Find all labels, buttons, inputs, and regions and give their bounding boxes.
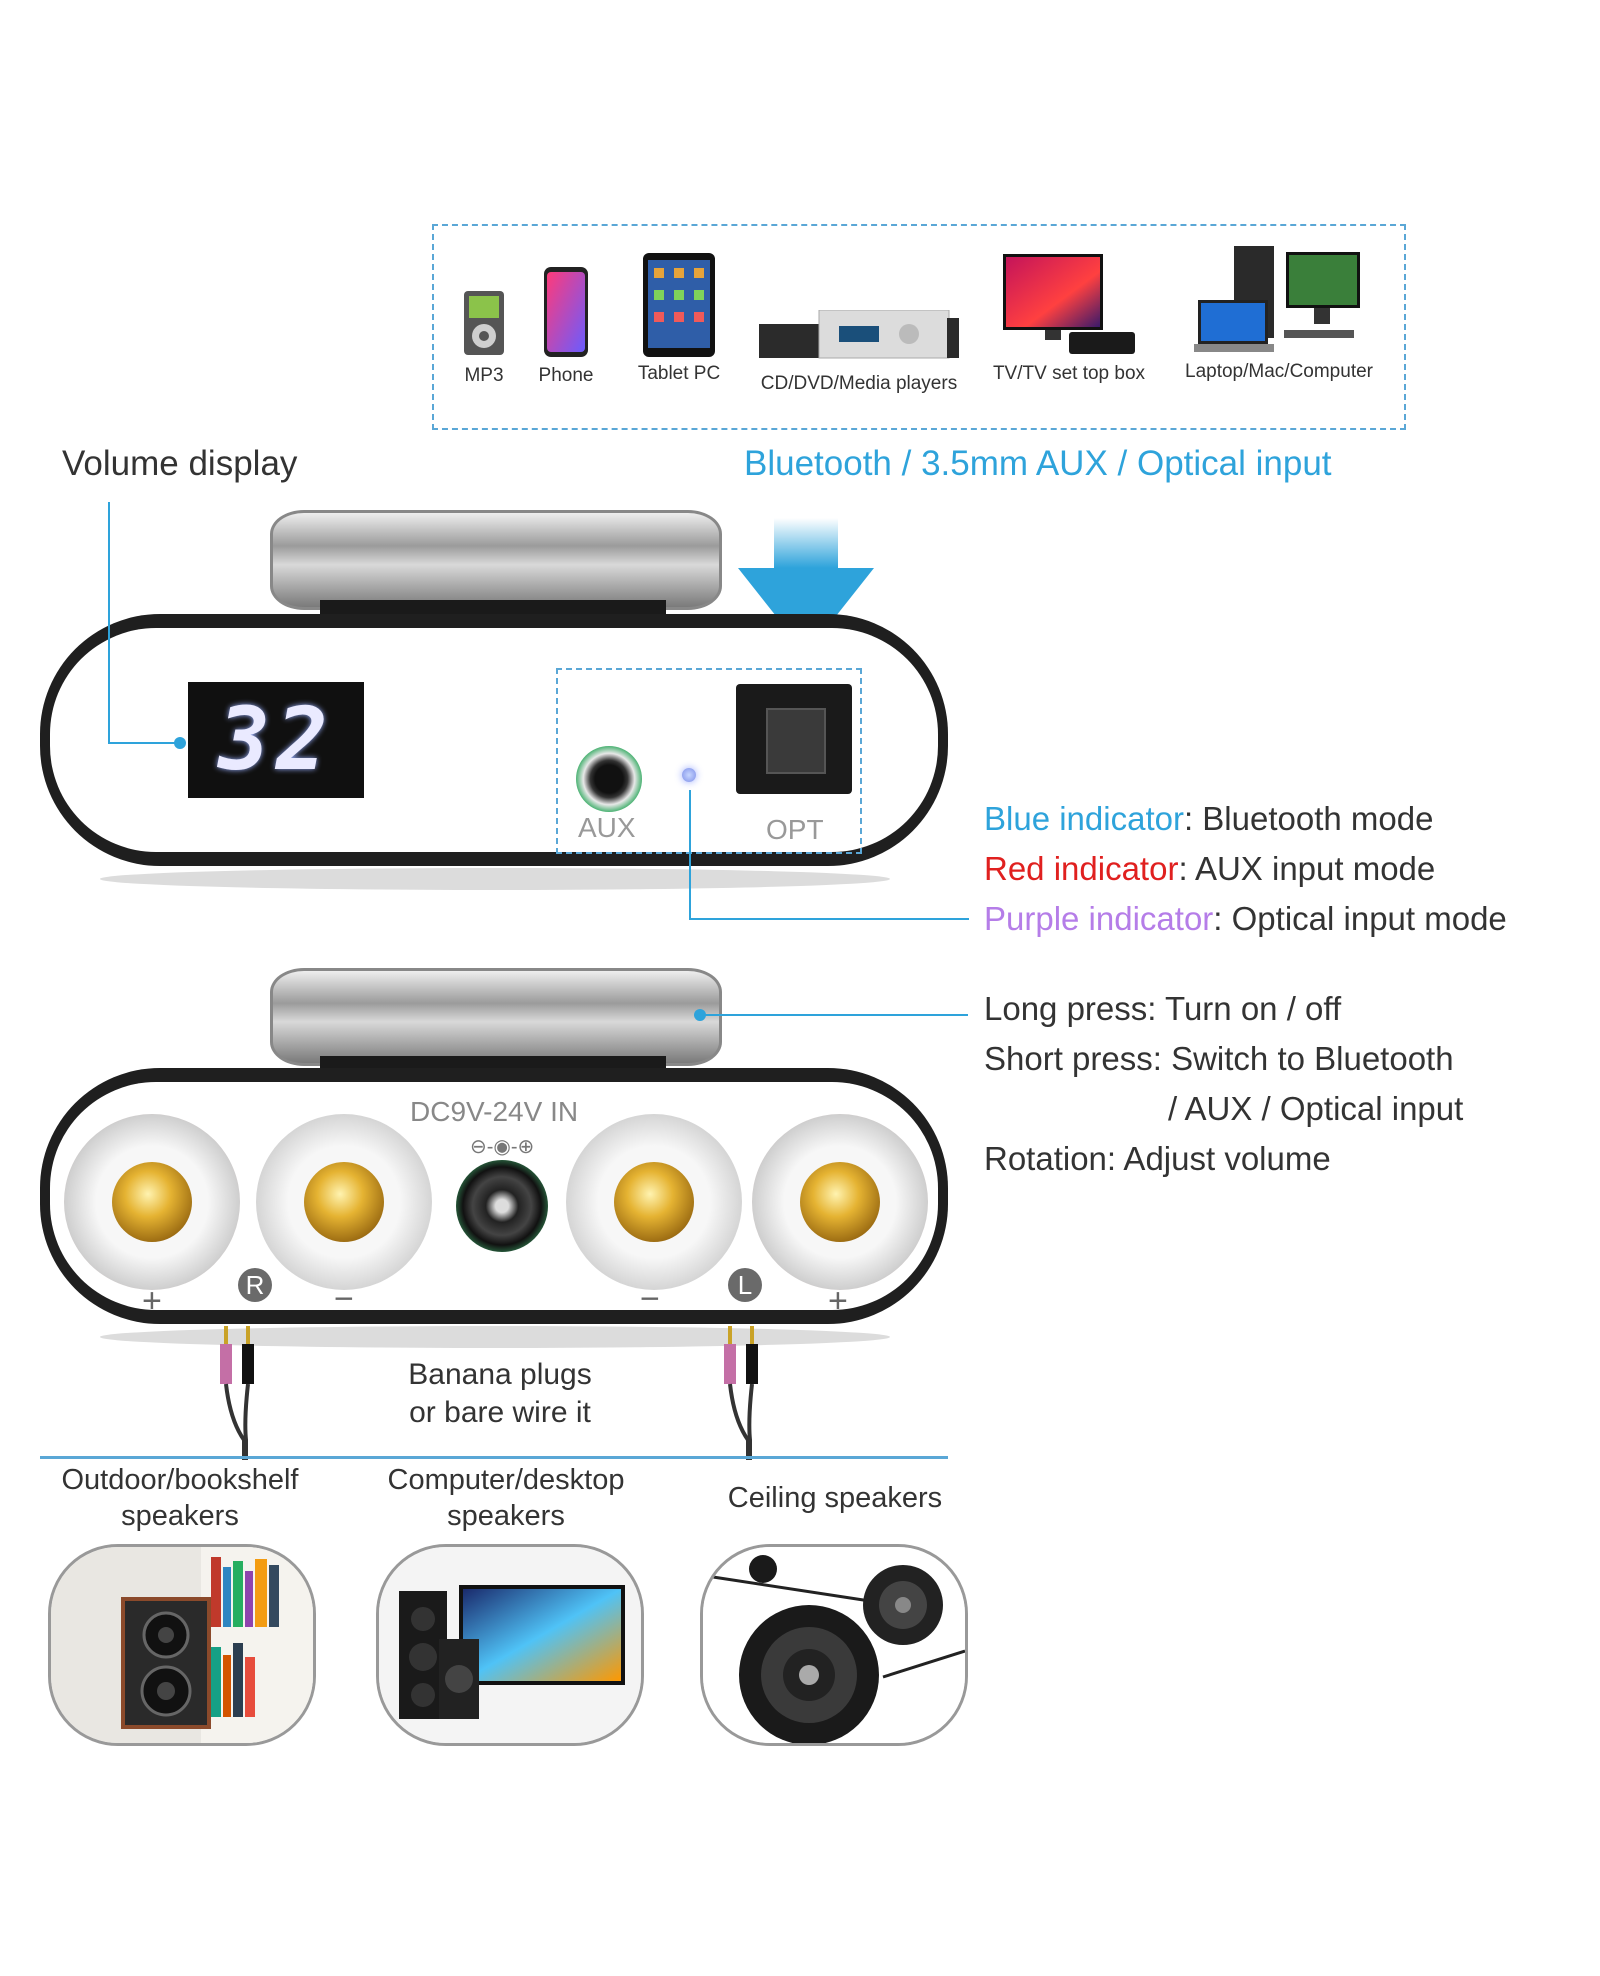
left-channel-badge: L: [728, 1268, 762, 1302]
source-computer: Laptop/Mac/Computer: [1164, 246, 1394, 383]
banana-plug-icon: [724, 1326, 758, 1460]
knob-base: [320, 600, 666, 618]
aux-jack[interactable]: [576, 746, 642, 812]
computer-speaker-image: [376, 1544, 644, 1746]
source-label: Tablet PC: [637, 363, 721, 384]
source-tablet: Tablet PC: [624, 252, 734, 385]
volume-display: 32: [188, 682, 364, 798]
minus-sign: −: [640, 1280, 660, 1318]
source-tv: TV/TV set top box: [974, 254, 1164, 385]
knob-short-press-cont: / AUX / Optical input: [1168, 1090, 1464, 1127]
bookshelf-speaker-image: [48, 1544, 316, 1746]
plus-sign: +: [142, 1282, 162, 1320]
source-label: MP3: [464, 365, 504, 386]
phone-icon: [544, 267, 588, 357]
volume-value: 32: [218, 690, 334, 790]
callout-line: [108, 742, 180, 744]
ceiling-speaker-icon: [703, 1547, 965, 1743]
minus-sign: −: [334, 1280, 354, 1318]
computer-speaker-icon: [379, 1547, 641, 1743]
media-player-icon: [759, 309, 959, 359]
opt-label: OPT: [766, 814, 824, 845]
binding-post-r-plus[interactable]: [64, 1114, 240, 1290]
plus-sign: +: [828, 1282, 848, 1320]
volume-knob-rear[interactable]: [270, 968, 722, 1066]
volume-display-title: Volume display: [62, 444, 298, 483]
banana-plug-icon: [220, 1326, 254, 1460]
callout-line: [700, 1014, 968, 1016]
input-sources-box: MP3 Phone Tablet PC CD/DVD/Media players: [432, 224, 1406, 430]
indicator-blue: Blue indicator: Bluetooth mode: [984, 800, 1434, 837]
aux-label: AUX: [578, 812, 636, 843]
source-label: Laptop/Mac/Computer: [1185, 361, 1373, 382]
speaker-type-label: Ceiling speakers: [727, 1482, 943, 1514]
callout-dot: [174, 737, 186, 749]
knob-rotation: Rotation: Adjust volume: [984, 1140, 1331, 1177]
front-shadow: [100, 868, 890, 890]
volume-knob-front[interactable]: [270, 510, 722, 610]
input-ports-box: [556, 668, 862, 854]
source-mp3: MP3: [454, 290, 514, 387]
computer-icon: [1194, 246, 1360, 352]
dc-polarity-icon: ⊖-◉-⊕: [470, 1136, 535, 1158]
dc-power-jack[interactable]: [456, 1160, 548, 1252]
source-label: Phone: [538, 365, 594, 386]
input-title: Bluetooth / 3.5mm AUX / Optical input: [744, 444, 1332, 483]
mode-indicator-led: [682, 768, 696, 782]
ceiling-speaker-image: [700, 1544, 968, 1746]
separator-line: [40, 1456, 948, 1459]
callout-line: [108, 502, 110, 744]
source-label: CD/DVD/Media players: [760, 373, 958, 394]
knob-base: [320, 1056, 666, 1070]
binding-post-l-plus[interactable]: [752, 1114, 928, 1290]
callout-line: [689, 918, 969, 920]
tv-icon: [1003, 254, 1135, 354]
tablet-icon: [643, 253, 715, 357]
right-channel-badge: R: [238, 1268, 272, 1302]
optical-port[interactable]: [736, 684, 852, 794]
knob-short-press: Short press: Switch to Bluetooth: [984, 1040, 1454, 1077]
callout-line: [689, 790, 691, 920]
source-label: TV/TV set top box: [992, 363, 1146, 384]
binding-post-r-minus[interactable]: [256, 1114, 432, 1290]
input-arrow-icon: [738, 518, 874, 654]
indicator-purple: Purple indicator: Optical input mode: [984, 900, 1507, 937]
source-phone: Phone: [526, 266, 606, 387]
source-media-players: CD/DVD/Media players: [744, 309, 974, 395]
knob-long-press: Long press: Turn on / off: [984, 990, 1342, 1027]
amplifier-front-body: [40, 614, 948, 866]
rear-shadow: [100, 1326, 890, 1348]
dc-in-label: DC9V-24V IN: [410, 1096, 579, 1127]
binding-post-l-minus[interactable]: [566, 1114, 742, 1290]
mp3-player-icon: [464, 291, 504, 355]
bookshelf-speaker-icon: [51, 1547, 313, 1743]
indicator-red: Red indicator: AUX input mode: [984, 850, 1436, 887]
